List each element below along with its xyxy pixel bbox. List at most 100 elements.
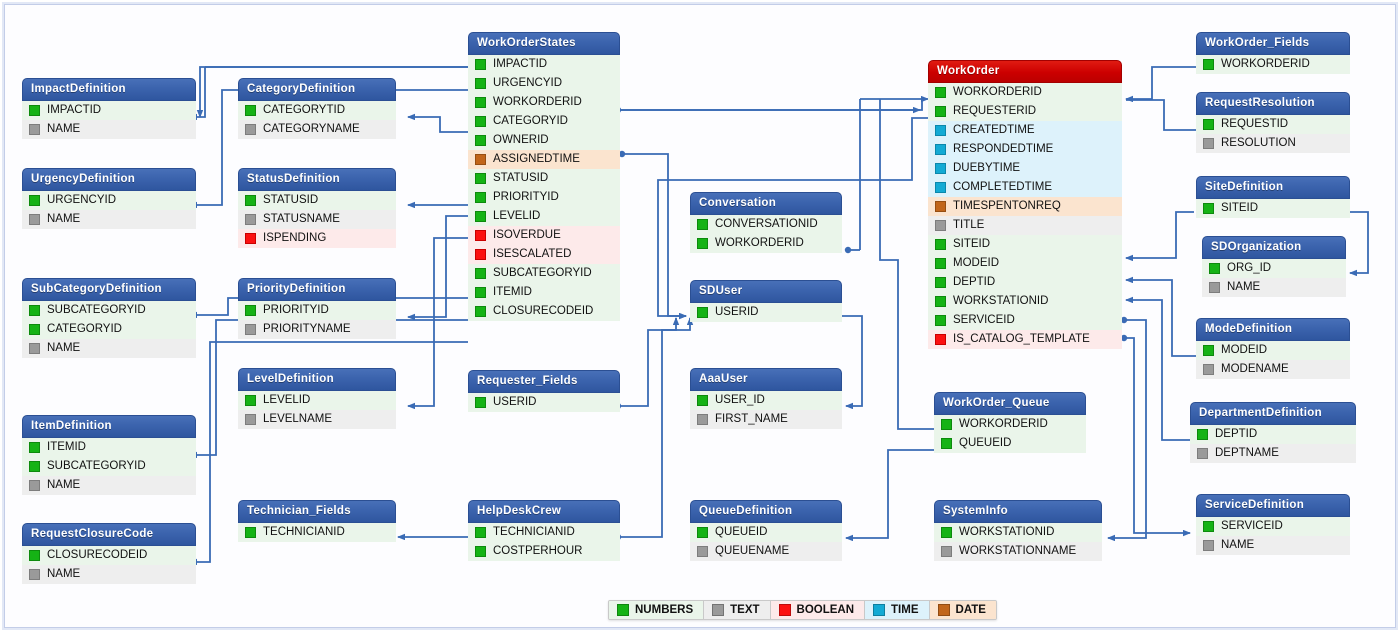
column-row[interactable]: LEVELNAME — [238, 410, 396, 429]
column-row[interactable]: USERID — [468, 393, 620, 412]
column-row[interactable]: MODENAME — [1196, 360, 1350, 379]
column-row[interactable]: WORKORDERID — [1196, 55, 1350, 74]
legend-item-text[interactable]: TEXT — [704, 601, 771, 619]
table-header-sduser[interactable]: SDUser — [690, 280, 842, 303]
column-row[interactable]: TECHNICIANID — [238, 523, 396, 542]
column-row[interactable]: WORKORDERID — [468, 93, 620, 112]
column-row[interactable]: NAME — [22, 210, 196, 229]
column-row[interactable]: NAME — [22, 476, 196, 495]
table-header-sitedefinition[interactable]: SiteDefinition — [1196, 176, 1350, 199]
column-row[interactable]: ISPENDING — [238, 229, 396, 248]
column-row[interactable]: NAME — [1202, 278, 1346, 297]
table-header-impactdefinition[interactable]: ImpactDefinition — [22, 78, 196, 101]
table-header-helpdeskcrew[interactable]: HelpDeskCrew — [468, 500, 620, 523]
column-row[interactable]: CONVERSATIONID — [690, 215, 842, 234]
column-row[interactable]: WORKSTATIONNAME — [934, 542, 1102, 561]
column-row[interactable]: MODEID — [1196, 341, 1350, 360]
table-header-prioritydefinition[interactable]: PriorityDefinition — [238, 278, 396, 301]
column-row[interactable]: IMPACTID — [468, 55, 620, 74]
column-row[interactable]: ISOVERDUE — [468, 226, 620, 245]
column-row[interactable]: ORG_ID — [1202, 259, 1346, 278]
table-header-queuedefinition[interactable]: QueueDefinition — [690, 500, 842, 523]
column-row[interactable]: QUEUEID — [934, 434, 1086, 453]
table-header-conversation[interactable]: Conversation — [690, 192, 842, 215]
table-header-modedefinition[interactable]: ModeDefinition — [1196, 318, 1350, 341]
column-row[interactable]: REQUESTERID — [928, 102, 1122, 121]
column-row[interactable]: URGENCYID — [22, 191, 196, 210]
legend-item-time[interactable]: TIME — [865, 601, 930, 619]
column-row[interactable]: TIMESPENTONREQ — [928, 197, 1122, 216]
column-row[interactable]: USERID — [690, 303, 842, 322]
column-row[interactable]: OWNERID — [468, 131, 620, 150]
column-row[interactable]: URGENCYID — [468, 74, 620, 93]
column-row[interactable]: WORKORDERID — [690, 234, 842, 253]
column-row[interactable]: SITEID — [928, 235, 1122, 254]
column-row[interactable]: CATEGORYID — [468, 112, 620, 131]
table-header-sdorganization[interactable]: SDOrganization — [1202, 236, 1346, 259]
column-row[interactable]: FIRST_NAME — [690, 410, 842, 429]
column-row[interactable]: DUEBYTIME — [928, 159, 1122, 178]
column-row[interactable]: DEPTNAME — [1190, 444, 1356, 463]
column-row[interactable]: CATEGORYTID — [238, 101, 396, 120]
column-row[interactable]: ITEMID — [468, 283, 620, 302]
column-row[interactable]: ITEMID — [22, 438, 196, 457]
column-row[interactable]: ISESCALATED — [468, 245, 620, 264]
column-row[interactable]: SUBCATEGORYID — [22, 301, 196, 320]
column-row[interactable]: IMPACTID — [22, 101, 196, 120]
column-row[interactable]: CLOSURECODEID — [22, 546, 196, 565]
column-row[interactable]: SERVICEID — [1196, 517, 1350, 536]
column-row[interactable]: DEPTID — [928, 273, 1122, 292]
column-row[interactable]: STATUSID — [238, 191, 396, 210]
column-row[interactable]: RESPONDEDTIME — [928, 140, 1122, 159]
column-row[interactable]: WORKORDERID — [928, 83, 1122, 102]
table-header-workorder[interactable]: WorkOrder — [928, 60, 1122, 83]
column-row[interactable]: RESOLUTION — [1196, 134, 1350, 153]
column-row[interactable]: CATEGORYNAME — [238, 120, 396, 139]
column-row[interactable]: WORKSTATIONID — [928, 292, 1122, 311]
column-row[interactable]: STATUSID — [468, 169, 620, 188]
column-row[interactable]: PRIORITYID — [238, 301, 396, 320]
column-row[interactable]: SITEID — [1196, 199, 1350, 218]
column-row[interactable]: QUEUENAME — [690, 542, 842, 561]
table-header-categorydefinition[interactable]: CategoryDefinition — [238, 78, 396, 101]
column-row[interactable]: PRIORITYNAME — [238, 320, 396, 339]
table-header-workorderstates[interactable]: WorkOrderStates — [468, 32, 620, 55]
column-row[interactable]: PRIORITYID — [468, 188, 620, 207]
table-header-requestresolution[interactable]: RequestResolution — [1196, 92, 1350, 115]
column-row[interactable]: NAME — [22, 120, 196, 139]
table-header-itemdefinition[interactable]: ItemDefinition — [22, 415, 196, 438]
column-row[interactable]: USER_ID — [690, 391, 842, 410]
table-header-urgencydefinition[interactable]: UrgencyDefinition — [22, 168, 196, 191]
column-row[interactable]: QUEUEID — [690, 523, 842, 542]
column-row[interactable]: SUBCATEGORYID — [22, 457, 196, 476]
column-row[interactable]: NAME — [22, 339, 196, 358]
column-row[interactable]: SUBCATEGORYID — [468, 264, 620, 283]
column-row[interactable]: CATEGORYID — [22, 320, 196, 339]
column-row[interactable]: MODEID — [928, 254, 1122, 273]
column-row[interactable]: ASSIGNEDTIME — [468, 150, 620, 169]
table-header-aaauser[interactable]: AaaUser — [690, 368, 842, 391]
column-row[interactable]: TECHNICIANID — [468, 523, 620, 542]
table-header-systeminfo[interactable]: SystemInfo — [934, 500, 1102, 523]
column-row[interactable]: LEVELID — [468, 207, 620, 226]
column-row[interactable]: COSTPERHOUR — [468, 542, 620, 561]
column-row[interactable]: IS_CATALOG_TEMPLATE — [928, 330, 1122, 349]
table-header-statusdefinition[interactable]: StatusDefinition — [238, 168, 396, 191]
